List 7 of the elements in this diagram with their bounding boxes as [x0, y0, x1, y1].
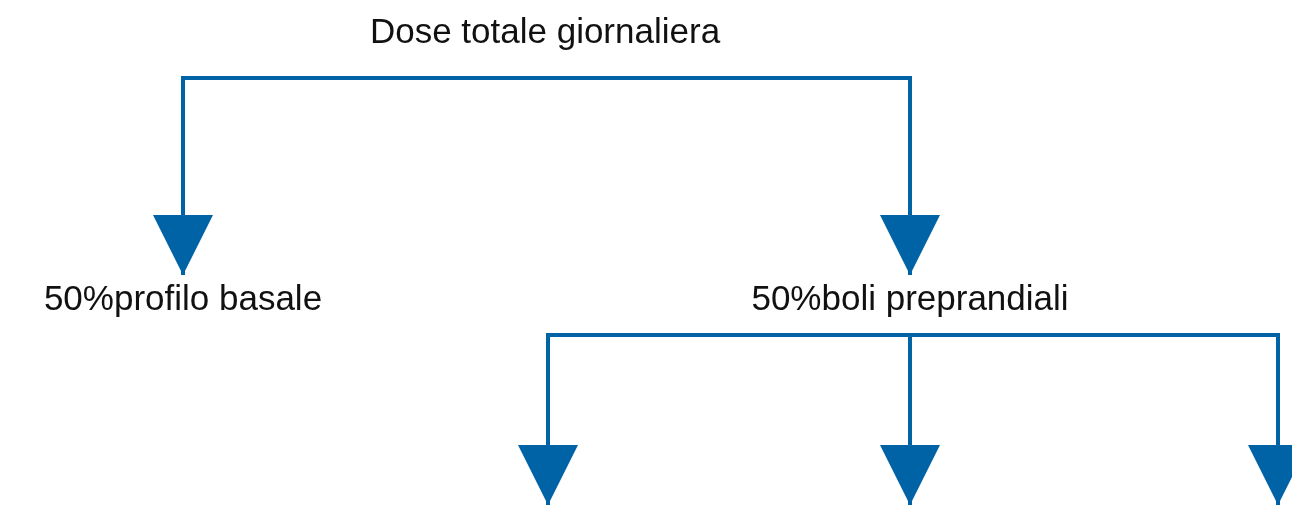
- arrow: [518, 333, 912, 505]
- branch-label: 50%profilo basale: [0, 277, 366, 327]
- arrow: [153, 76, 547, 275]
- root-label: Dose totale giornaliera: [330, 10, 760, 78]
- arrow: [908, 333, 1292, 505]
- branch-label: 50%boli preprandiali: [720, 277, 1100, 335]
- arrow: [543, 76, 940, 275]
